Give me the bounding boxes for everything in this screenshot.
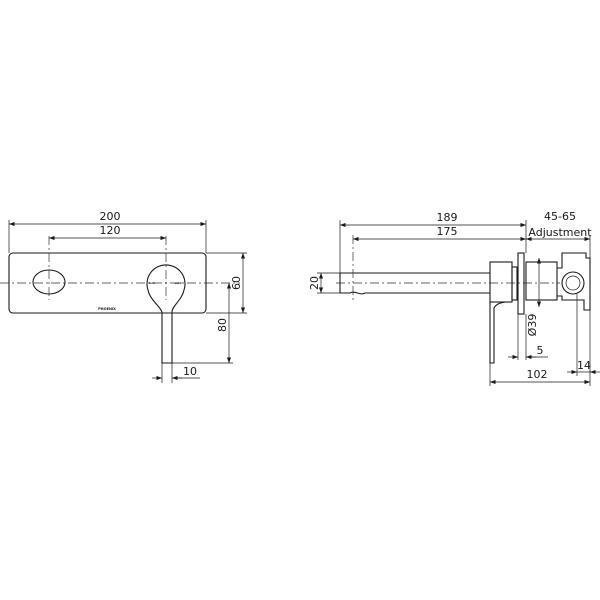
cold-marking: cold xyxy=(174,281,181,285)
mixer-body xyxy=(489,261,513,303)
dim-spout-height: 20 xyxy=(308,276,321,290)
dim-width: 200 xyxy=(100,210,121,223)
lever xyxy=(489,301,506,364)
dim-height: 60 xyxy=(230,276,243,290)
dim-centres: 120 xyxy=(100,224,121,237)
dim-body-depth: 102 xyxy=(527,368,548,381)
mixer-handle xyxy=(146,264,186,364)
brand-marking: PHOENIX xyxy=(98,307,116,311)
dim-lever-drop: 80 xyxy=(216,318,229,332)
spout xyxy=(339,272,490,295)
hot-marking: hot xyxy=(149,281,155,285)
dim-flange-diameter: Ø39 xyxy=(526,314,539,337)
dim-overall-reach: 189 xyxy=(437,211,458,224)
dim-lever-width: 10 xyxy=(183,365,197,378)
dim-spout-reach: 175 xyxy=(437,225,458,238)
flange xyxy=(517,252,525,315)
dim-bracket-depth: 14 xyxy=(577,359,591,372)
wall-plate xyxy=(8,252,207,314)
cartridge-body xyxy=(525,261,558,301)
dim-flange-thickness: 5 xyxy=(537,344,544,357)
dim-adjustment-range: 45-65 xyxy=(544,210,576,223)
bracket-ring xyxy=(561,271,585,295)
front-view: hot cold PHOENIX 200 120 60 80 10 xyxy=(0,210,247,383)
side-view: 189 175 45-65 Adjustment 20 Ø39 5 102 xyxy=(308,210,600,386)
wall-bracket xyxy=(557,252,591,311)
dim-adjustment-label: Adjustment xyxy=(528,226,592,239)
nut xyxy=(511,266,518,301)
